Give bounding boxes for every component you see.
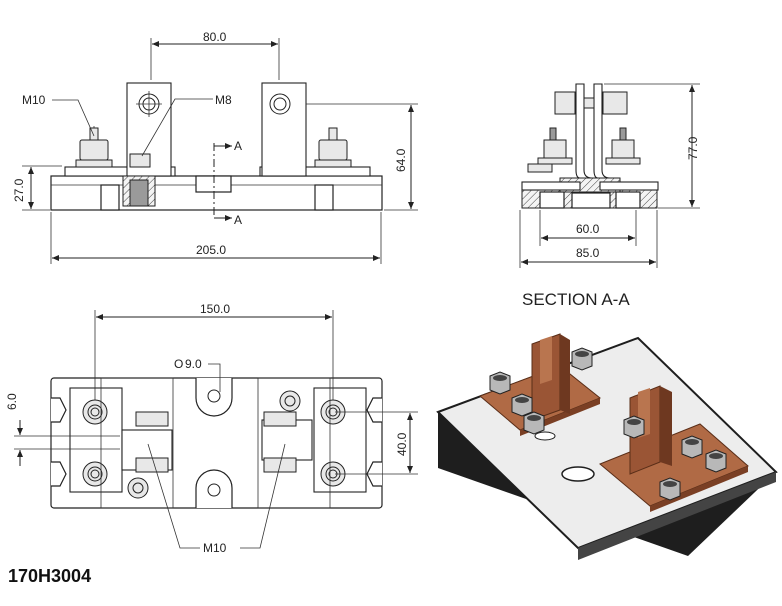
dim-6: 6.0 <box>5 393 19 410</box>
dim-205: 205.0 <box>196 243 226 257</box>
dim-150: 150.0 <box>200 302 230 316</box>
hole-symbol: O <box>174 357 183 371</box>
dim-40: 40.0 <box>395 432 409 456</box>
dim-77: 77.0 <box>686 136 700 160</box>
section-title: SECTION A-A <box>522 290 630 309</box>
label-m10-bottom: M10 <box>203 541 227 555</box>
dim-27: 27.0 <box>12 178 26 202</box>
dim-64: 64.0 <box>394 148 408 172</box>
top-dimension-lines <box>14 310 418 549</box>
front-dimension-lines <box>22 38 418 264</box>
dim-60: 60.0 <box>576 222 600 236</box>
dim-80: 80.0 <box>203 30 227 44</box>
isometric-render <box>436 333 778 560</box>
section-view <box>521 83 659 209</box>
section-marker-lower: A <box>234 213 242 227</box>
dim-85: 85.0 <box>576 246 600 260</box>
label-m10-top: M10 <box>22 93 46 107</box>
dim-9: 9.0 <box>185 357 202 371</box>
label-m8: M8 <box>215 93 232 107</box>
part-number: 170H3004 <box>8 566 91 586</box>
section-dimension-lines <box>519 83 700 268</box>
top-view <box>50 377 383 509</box>
section-marker-upper: A <box>234 139 242 153</box>
front-view <box>50 82 383 221</box>
